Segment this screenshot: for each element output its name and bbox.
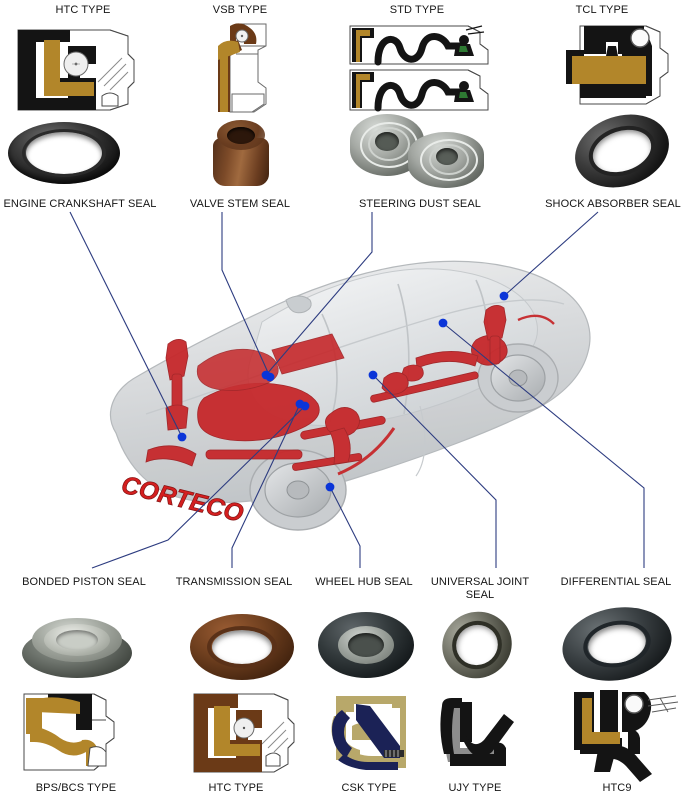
vsb-cross-section-drawing: [196, 20, 288, 116]
shock-absorber-seal-photo: [565, 102, 679, 200]
top-part-label-engine-crankshaft-seal: ENGINE CRANKSHAFT SEAL: [3, 198, 157, 210]
bottom-type-label-ujy: UJY TYPE: [448, 782, 502, 794]
bottom-part-label-bonded-piston-seal: BONDED PISTON SEAL: [22, 576, 146, 588]
bottom-type-label-csk: CSK TYPE: [341, 782, 397, 794]
top-type-label-std: STD TYPE: [389, 4, 445, 16]
top-type-label-vsb: VSB TYPE: [212, 4, 268, 16]
bottom-part-label-differential-seal: DIFFERENTIAL SEAL: [560, 576, 672, 588]
valve-stem-seal-photo: [205, 116, 277, 188]
steering-dust-seal-photo: [348, 112, 494, 190]
bps-bcs-cross-section-drawing: [20, 690, 132, 776]
htc-cross-section-drawing: [10, 20, 142, 116]
bottom-part-label-wheel-hub-seal: WHEEL HUB SEAL: [315, 576, 413, 588]
bottom-type-label-bps-bcs: BPS/BCS TYPE: [35, 782, 117, 794]
bottom-part-label-transmission-seal: TRANSMISSION SEAL: [175, 576, 293, 588]
htc-cross-section-drawing-bottom: [186, 690, 304, 776]
differential-seal-photo: [556, 598, 678, 690]
top-part-label-shock-absorber-seal: SHOCK ABSORBER SEAL: [545, 198, 681, 210]
transmission-seal-photo: [190, 612, 294, 682]
top-part-label-steering-dust-seal: STEERING DUST SEAL: [358, 198, 482, 210]
bottom-type-label-htc: HTC TYPE: [208, 782, 264, 794]
universal-joint-seal-photo: [432, 601, 522, 689]
engine-crankshaft-seal-photo: [8, 118, 120, 188]
top-part-label-valve-stem-seal: VALVE STEM SEAL: [189, 198, 291, 210]
bottom-part-label-universal-joint-seal: UNIVERSAL JOINT SEAL: [430, 576, 530, 601]
top-type-label-htc: HTC TYPE: [55, 4, 111, 16]
top-type-label-tcl: TCL TYPE: [575, 4, 629, 16]
vehicle-ghost-illustration: CORTECO: [86, 218, 606, 558]
htc9-cross-section-drawing: [560, 686, 682, 782]
bonded-piston-seal-photo: [22, 612, 132, 680]
wheel-hub-seal-photo: [318, 608, 414, 682]
tcl-cross-section-drawing: [560, 20, 682, 116]
std-cross-section-drawing: [348, 22, 496, 114]
ujy-cross-section-drawing: [430, 692, 520, 776]
bottom-type-label-htc9: HTC9: [602, 782, 632, 794]
csk-cross-section-drawing: [326, 690, 422, 776]
